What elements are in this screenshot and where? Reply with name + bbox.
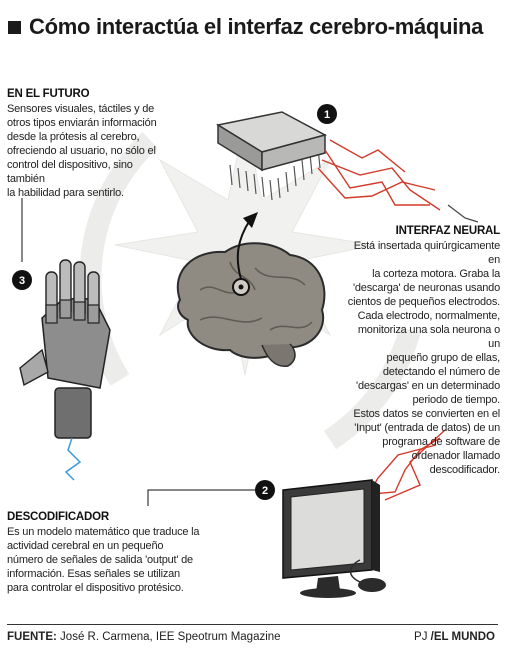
step-3-number: 3 — [19, 275, 25, 287]
neural-line: programa de software de — [382, 436, 500, 448]
step-3-marker: 3 — [12, 270, 32, 290]
page-title-text: Cómo interactúa el interfaz cerebro-máqu… — [29, 14, 484, 39]
step-2-marker: 2 — [255, 480, 275, 500]
futuro-line: desde la prótesis al cerebro, — [7, 131, 140, 143]
title-square-icon — [8, 20, 21, 34]
neural-line: cientos de pequeños electrodos. — [347, 296, 500, 308]
neural-line: Está insertada quirúrgicamente en — [353, 240, 500, 266]
step-2-number: 2 — [262, 485, 268, 497]
leader-lines — [21, 198, 255, 506]
descodificador-line: actividad cerebral en un pequeño — [7, 540, 164, 552]
neural-heading: INTERFAZ NEURAL — [395, 225, 501, 237]
futuro-line: ofreciendo al usuario, no sólo el — [7, 145, 156, 157]
footer-source: FUENTE: José R. Carmena, IEE Speotrum Ma… — [7, 631, 281, 643]
futuro-line: la habilidad para sentirlo. — [7, 187, 124, 199]
descodificador-block: DESCODIFICADOR Es un modelo matemático q… — [7, 510, 227, 595]
neural-line: ordenador llamado descodificador. — [411, 450, 501, 476]
neural-line: periodo de tiempo. — [412, 394, 500, 406]
arrow-brain-to-chip — [236, 212, 258, 280]
page-title: Cómo interactúa el interfaz cerebro-máqu… — [6, 12, 501, 42]
descodificador-line: información. Esas señales se utilizan — [7, 568, 180, 580]
step-1-marker: 1 — [317, 104, 337, 124]
footer-brand: PJ /EL MUNDO — [414, 631, 495, 643]
monitor-illustration — [282, 479, 386, 598]
futuro-block: EN EL FUTURO Sensores visuales, táctiles… — [7, 87, 172, 200]
footer: FUENTE: José R. Carmena, IEE Speotrum Ma… — [0, 620, 505, 655]
descodificador-line: número de señales de salida 'output' de — [7, 554, 193, 566]
footer-brand-name: /EL MUNDO — [430, 631, 495, 643]
neural-wire-dark — [447, 204, 479, 223]
futuro-line: otros tipos enviarán información — [7, 117, 157, 129]
step-markers: 1 2 3 — [12, 104, 337, 500]
descodificador-line: Es un modelo matemático que traduce la — [7, 526, 200, 538]
neural-line: Cada electrodo, normalmente, — [357, 310, 501, 322]
neural-wires — [317, 139, 446, 501]
footer-source-label: FUENTE: — [7, 631, 57, 643]
descodificador-line: para controlar el dispositivo protésico. — [7, 582, 184, 594]
neural-line: 'Input' (entrada de datos) de un — [354, 422, 500, 434]
neural-line: 'descargas' en un determinado — [356, 380, 500, 392]
footer-source-text: José R. Carmena, IEE Speotrum Magazine — [60, 631, 281, 643]
neural-block: INTERFAZ NEURAL Está insertada quirúrgic… — [346, 224, 500, 477]
footer-divider — [7, 624, 498, 625]
chip-illustration — [215, 111, 328, 201]
neural-line: la corteza motora. Graba la — [372, 268, 500, 280]
prosthetic-hand-illustration — [19, 259, 111, 481]
descodificador-heading: DESCODIFICADOR — [7, 511, 109, 523]
futuro-line: control del dispositivo, sino también — [7, 159, 133, 185]
neural-line: Estos datos se convierten en el — [353, 408, 500, 420]
futuro-heading: EN EL FUTURO — [7, 88, 90, 100]
neural-line: 'descarga' de neuronas usando — [352, 282, 500, 294]
futuro-line: Sensores visuales, táctiles y de — [7, 103, 155, 115]
neural-line: monitoriza una sola neurona o un — [357, 324, 500, 350]
neural-line: detectando el número de — [382, 366, 500, 378]
neural-line: pequeño grupo de ellas, — [386, 352, 501, 364]
footer-brand-pj: PJ — [414, 631, 428, 643]
step-1-number: 1 — [324, 109, 330, 121]
brain-illustration — [176, 242, 326, 368]
